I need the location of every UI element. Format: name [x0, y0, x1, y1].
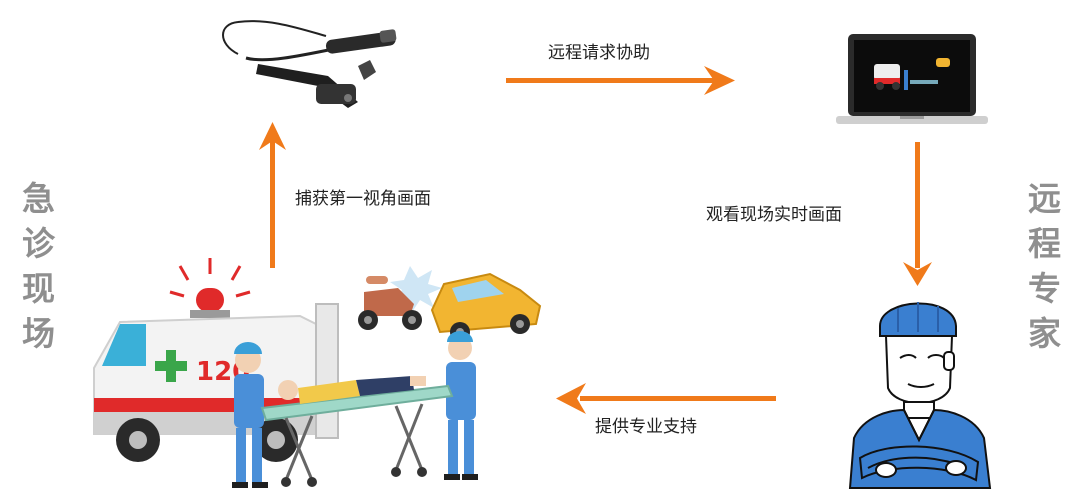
medic-right-icon — [444, 331, 478, 480]
arrow-right-icon — [506, 66, 735, 95]
left-label-char: 诊 — [22, 224, 55, 263]
right-label-char: 家 — [1028, 314, 1061, 353]
laptop-icon — [836, 34, 988, 124]
step-support-label: 提供专业支持 — [595, 417, 697, 437]
step-capture-label: 捕获第一视角画面 — [295, 189, 431, 209]
patient-icon — [278, 376, 426, 404]
step-watch-label: 观看现场实时画面 — [706, 205, 842, 225]
right-label-char: 远 — [1028, 179, 1061, 218]
right-label-char: 程 — [1028, 224, 1061, 263]
right-label-char: 专 — [1028, 269, 1061, 308]
accident-icon — [358, 266, 542, 342]
left-label-char: 场 — [22, 314, 55, 353]
stretcher-icon — [232, 331, 478, 488]
siren-light-icon — [169, 258, 251, 318]
arrow-up-icon — [259, 122, 286, 268]
scooter-icon — [358, 276, 422, 330]
left-label-char: 现 — [22, 269, 55, 308]
arrow-left-icon — [556, 383, 776, 414]
arrow-down-icon — [903, 142, 932, 286]
smart-glasses-icon — [222, 20, 397, 108]
left-label-char: 急 — [22, 179, 55, 218]
emergency-scene-label: 急 诊 现 场 — [22, 176, 55, 356]
doctor-icon — [848, 302, 992, 489]
step-request-label: 远程请求协助 — [548, 43, 650, 63]
remote-expert-label: 远 程 专 家 — [1028, 176, 1061, 356]
yellow-car-icon — [430, 272, 542, 342]
medic-left-icon — [232, 342, 268, 488]
